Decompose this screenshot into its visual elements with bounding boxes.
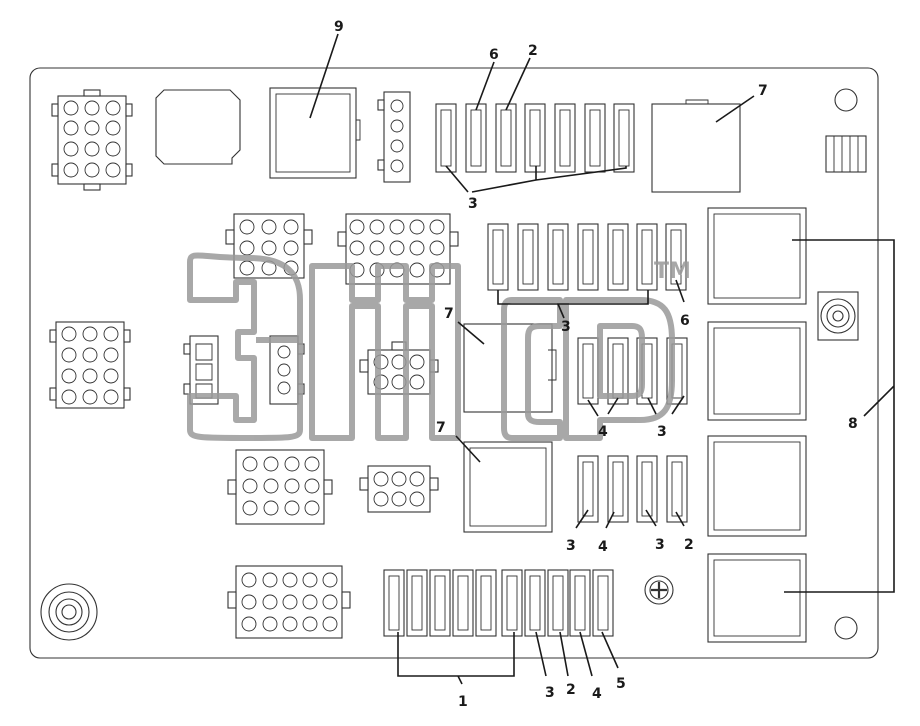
connector-8pin-upper-left [225, 213, 313, 279]
callout-3-middle: 3 [657, 424, 667, 440]
callout-8: 8 [848, 416, 858, 432]
callout-9: 9 [334, 19, 344, 35]
mounting-hole-top-right [834, 88, 858, 112]
connector-15pin-upper-mid [337, 213, 459, 285]
callout-4-bottom: 4 [592, 686, 602, 702]
callout-2-lower: 2 [684, 537, 694, 553]
callout-3-bottom: 3 [545, 685, 555, 701]
connector-6pin-lower [359, 465, 439, 513]
connector-4pin-vertical-top [377, 91, 411, 183]
ribbon-connector [825, 135, 867, 173]
callout-3-middle-row: 3 [561, 319, 571, 335]
connector-4pin-mid-a [183, 335, 219, 405]
fuse-row-middle-upper [487, 223, 687, 291]
connector-15pin-bottom [227, 565, 351, 639]
callout-2-bottom: 2 [566, 682, 576, 698]
callout-6-middle: 6 [680, 313, 690, 329]
watermark-letter-e [187, 252, 303, 441]
callout-1: 1 [458, 694, 468, 710]
leader-lines [309, 33, 895, 685]
relay-7-lower [463, 441, 553, 533]
watermark-logo: TM [187, 252, 691, 441]
connector-6pin-mid [359, 341, 439, 395]
callout-2-top: 2 [528, 43, 538, 59]
connector-12pin-top-left [51, 89, 133, 191]
relay-module-octagonal [155, 89, 241, 165]
ground-screw [644, 575, 674, 605]
mounting-hole-bottom-right [834, 616, 858, 640]
component-9-module [269, 87, 361, 179]
callout-7-lower: 7 [436, 420, 446, 436]
stud-terminal-bottom-left [40, 583, 98, 641]
connector-4pin-mid-b [269, 335, 305, 405]
relay-8-group [707, 207, 807, 643]
callout-7-top: 7 [758, 83, 768, 99]
connector-12pin-lower-left [227, 449, 333, 525]
fuse-row-top [435, 103, 635, 173]
watermark-tm: TM [654, 259, 691, 284]
callout-4-lower: 4 [598, 539, 608, 555]
stud-terminal-right [817, 291, 859, 341]
callout-4-middle: 4 [598, 424, 608, 440]
watermark-letter-c [501, 297, 563, 441]
callout-labels: 9 6 2 3 7 3 6 7 4 3 8 7 3 4 3 2 1 3 2 4 … [334, 19, 858, 710]
callout-3-lower-left: 3 [566, 538, 576, 554]
fuse-group-lower [577, 455, 688, 523]
callout-3-top: 3 [468, 196, 478, 212]
callout-5: 5 [616, 676, 626, 692]
callout-7-middle: 7 [444, 306, 454, 322]
connector-12pin-mid-left [49, 321, 131, 409]
callout-6-top: 6 [489, 47, 499, 63]
watermark-letter-p [563, 297, 675, 441]
callout-3-lower-right: 3 [655, 537, 665, 553]
relay-7-top [651, 99, 741, 193]
relay-7-middle [463, 323, 557, 413]
